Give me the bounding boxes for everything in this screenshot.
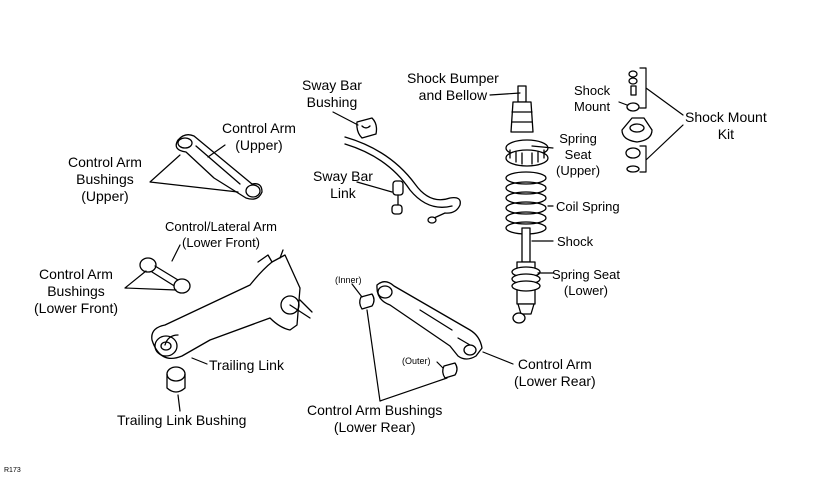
sway-bar-drawing xyxy=(344,136,461,224)
label-trailing-link-bushing: Trailing Link Bushing xyxy=(117,412,246,429)
sway-bar-link-drawing xyxy=(391,180,404,215)
label-coil-spring: Coil Spring xyxy=(556,198,620,215)
label-line: Control/Lateral Arm xyxy=(165,219,277,234)
label-line: (Inner) xyxy=(335,275,362,285)
label-shock-bumper-bellow: Shock Bumper and Bellow xyxy=(407,70,499,104)
label-line: Kit xyxy=(717,126,735,142)
label-sway-bar-link: Sway Bar Link xyxy=(313,168,373,202)
label-line: (Lower Front) xyxy=(181,235,261,250)
label-control-arm-lower-rear: Control Arm (Lower Rear) xyxy=(514,356,596,390)
label-outer: (Outer) xyxy=(402,356,431,367)
label-line: (Lower) xyxy=(563,283,608,298)
label-line: Coil Spring xyxy=(556,199,620,214)
label-line: (Upper) xyxy=(81,188,129,204)
label-line: Control Arm xyxy=(39,266,113,282)
label-inner: (Inner) xyxy=(335,275,362,286)
label-line: Sway Bar xyxy=(313,168,373,184)
label-spring-seat-upper: Spring Seat (Upper) xyxy=(556,131,600,179)
trailing-link-drawing xyxy=(151,249,313,360)
label-line: Shock Bumper xyxy=(407,70,499,86)
label-line: (Upper) xyxy=(556,163,601,178)
label-line: Shock xyxy=(574,83,611,98)
label-line: Trailing Link Bushing xyxy=(117,412,247,428)
label-line: Spring xyxy=(559,131,597,146)
label-shock: Shock xyxy=(557,233,593,250)
spring-seat-upper-drawing xyxy=(505,139,549,167)
lower-front-control-arm-drawing xyxy=(139,257,191,294)
label-line: Shock xyxy=(557,234,594,249)
label-line: Bushings xyxy=(76,171,134,187)
label-line: Bushing xyxy=(306,94,358,110)
label-line: (Lower Rear) xyxy=(514,373,596,389)
label-line: Control Arm xyxy=(68,154,142,170)
label-trailing-link: Trailing Link xyxy=(209,357,284,374)
label-shock-mount-kit: Shock Mount Kit xyxy=(685,109,767,143)
label-line: Trailing Link xyxy=(209,357,284,373)
label-control-arm-bushings-lower-front: Control Arm Bushings (Lower Front) xyxy=(34,266,118,317)
label-line: Spring Seat xyxy=(552,267,620,282)
label-sway-bar-bushing: Sway Bar Bushing xyxy=(302,77,362,111)
shock-mount-drawing xyxy=(621,70,653,173)
label-control-arm-bushings-lower-rear: Control Arm Bushings (Lower Rear) xyxy=(307,402,442,436)
upper-control-arm-drawing xyxy=(175,134,263,200)
coil-spring-drawing xyxy=(505,171,547,235)
label-line: Shock Mount xyxy=(685,109,767,125)
label-line: Seat xyxy=(564,147,592,162)
lower-rear-bushings-drawing xyxy=(359,293,458,379)
label-line: (Outer) xyxy=(402,356,431,366)
figure-id: R173 xyxy=(4,466,21,475)
trailing-link-bushing-drawing xyxy=(166,366,186,393)
leader-lines xyxy=(124,67,684,412)
shock-absorber-drawing xyxy=(511,227,541,324)
label-line: (Lower Front) xyxy=(34,300,119,316)
label-line: Sway Bar xyxy=(302,77,362,93)
label-shock-mount: Shock Mount xyxy=(574,83,610,115)
shock-bumper-drawing xyxy=(510,85,534,133)
label-control-arm-bushings-upper: Control Arm Bushings (Upper) xyxy=(68,154,142,205)
label-line: (Lower Rear) xyxy=(333,419,416,435)
label-line: Control Arm xyxy=(222,120,296,136)
sway-bar-bushing-drawing xyxy=(356,117,378,139)
label-line: Mount xyxy=(574,99,611,114)
label-control-arm-upper: Control Arm (Upper) xyxy=(222,120,296,154)
label-line: Link xyxy=(330,185,356,201)
label-line: Bushings xyxy=(47,283,105,299)
label-control-lateral-arm: Control/Lateral Arm (Lower Front) xyxy=(165,219,277,251)
label-line: and Bellow xyxy=(418,87,488,103)
figure-id-text: R173 xyxy=(4,467,21,474)
label-line: (Upper) xyxy=(235,137,283,153)
label-spring-seat-lower: Spring Seat (Lower) xyxy=(552,267,620,299)
lower-rear-control-arm-drawing xyxy=(376,281,483,360)
label-line: Control Arm Bushings xyxy=(307,402,443,418)
label-line: Control Arm xyxy=(517,356,592,372)
